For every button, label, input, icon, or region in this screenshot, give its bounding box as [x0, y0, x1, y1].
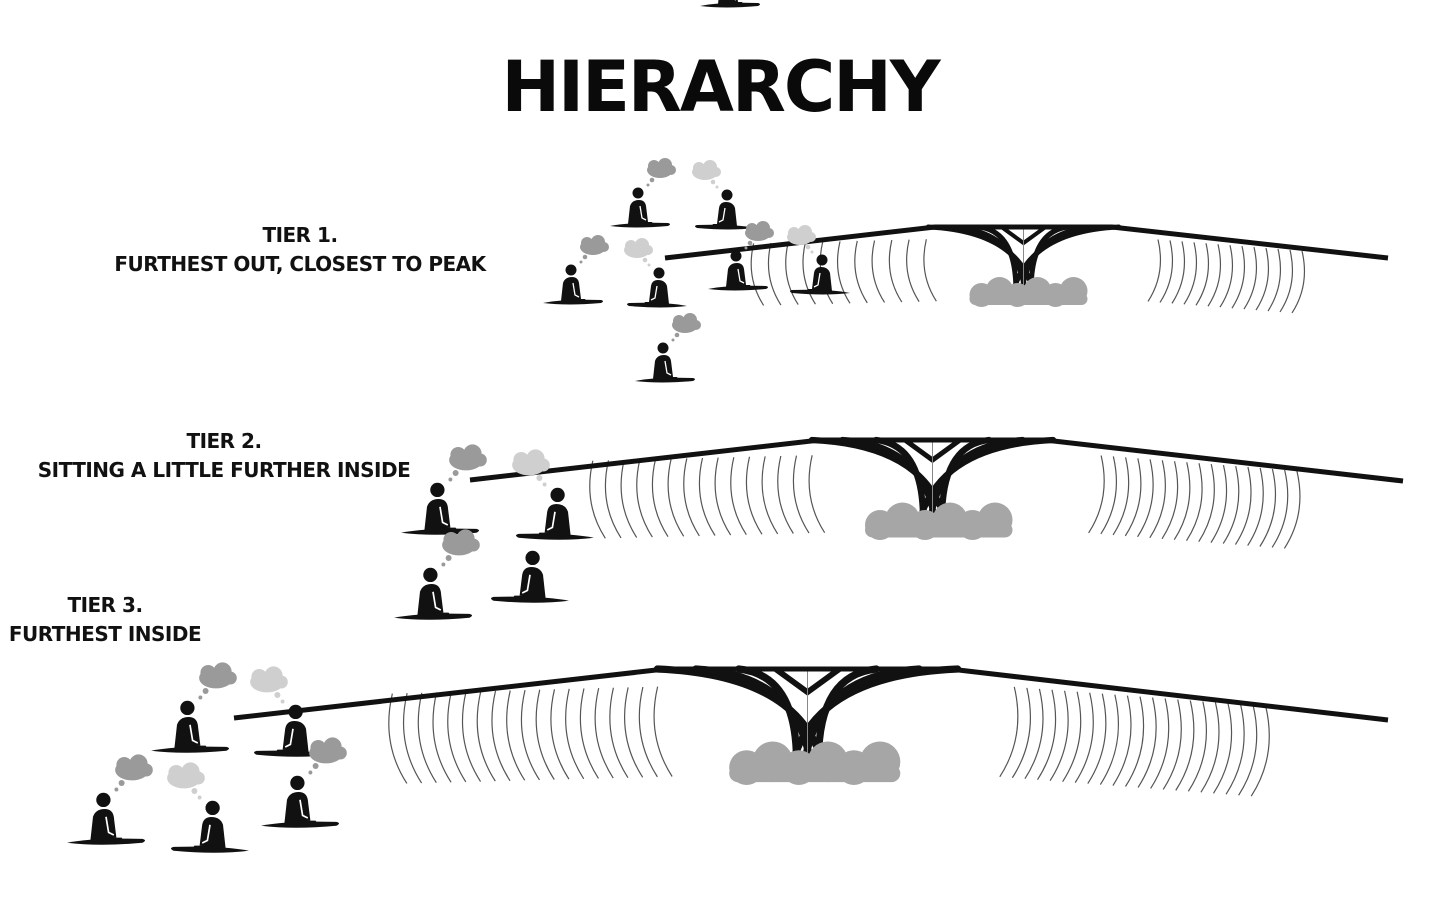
thought-bubble-icon [579, 235, 609, 264]
surfer-icon [635, 313, 701, 383]
page-title: HIERARCHY [501, 46, 940, 128]
thought-bubble-icon [114, 754, 153, 792]
thought-bubble-icon [308, 737, 347, 775]
tier-3-label: TIER 3. FURTHEST INSIDE [0, 591, 210, 649]
waves-layer [233, 224, 1404, 797]
surfers-layer [67, 0, 850, 853]
whitewater-icon [729, 741, 901, 785]
tier-3-heading: TIER 3. [67, 593, 143, 617]
surfer-icon [512, 449, 594, 540]
surfer-icon [67, 754, 153, 845]
surfer-icon [151, 662, 237, 753]
whitewater-icon [969, 277, 1088, 307]
tier-1-label: TIER 1. FURTHEST OUT, CLOSEST TO PEAK [100, 221, 500, 279]
thought-bubble-icon [744, 221, 774, 250]
thought-bubble-icon [671, 313, 701, 342]
surfer-icon [708, 221, 774, 291]
swell-lines [589, 455, 1301, 549]
thought-bubble-icon [624, 238, 653, 267]
tier-2-label: TIER 2. SITTING A LITTLE FURTHER INSIDE [24, 427, 424, 485]
thought-bubble-icon [512, 449, 550, 487]
thought-bubble-icon [787, 225, 816, 254]
thought-bubble-icon [250, 666, 288, 704]
thought-bubble-icon [646, 158, 676, 187]
surfer-icon [700, 0, 760, 8]
wave-icon [664, 224, 1389, 314]
thought-bubble-icon [167, 762, 205, 800]
surfer-icon [491, 550, 569, 603]
surfer-icon [394, 529, 480, 620]
wave-icon [469, 436, 1404, 549]
surfer-icon [167, 762, 249, 853]
surfer-icon [610, 158, 676, 228]
surfer-icon [543, 235, 609, 305]
tier-2-description: SITTING A LITTLE FURTHER INSIDE [37, 458, 411, 482]
swell-lines [388, 686, 1270, 797]
thought-bubble-icon [692, 160, 721, 189]
tier-1-heading: TIER 1. [262, 223, 338, 247]
surfer-icon [692, 160, 755, 230]
tier-3-description: FURTHEST INSIDE [8, 622, 202, 646]
thought-bubble-icon [198, 662, 237, 700]
wave-icon [233, 665, 1389, 797]
thought-bubble-icon [441, 529, 480, 567]
thought-bubble-icon [448, 444, 487, 482]
surfer-icon [624, 238, 687, 308]
tier-2-heading: TIER 2. [186, 429, 262, 453]
swell-lines [750, 239, 1306, 314]
surfer-icon [787, 225, 850, 295]
surfer-icon [261, 737, 347, 828]
tier-1-description: FURTHEST OUT, CLOSEST TO PEAK [114, 252, 486, 276]
whitewater-icon [865, 502, 1013, 540]
